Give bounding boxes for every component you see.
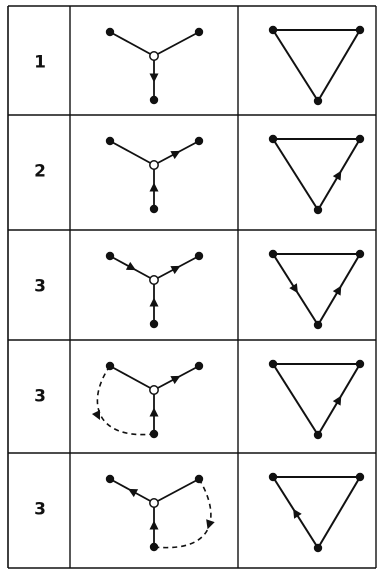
triangle-node xyxy=(355,359,365,369)
triangle-arrowhead xyxy=(332,285,342,296)
star-edge-arrowhead xyxy=(149,407,159,417)
triangle-node xyxy=(313,430,323,440)
table-rows: 1 2 3 3 3 xyxy=(34,25,365,553)
triangle-node xyxy=(313,320,323,330)
triangle-node xyxy=(313,543,323,553)
triangle-graph xyxy=(268,134,365,215)
triangle-node xyxy=(313,96,323,106)
table-row: 3 xyxy=(34,472,365,553)
triangle-node xyxy=(355,472,365,482)
star-leaf-node xyxy=(149,95,159,105)
triangle-edge-left xyxy=(272,138,319,211)
triangle-graph xyxy=(268,249,365,330)
star-leaf-node xyxy=(105,474,115,484)
star-leaf-node xyxy=(149,542,159,552)
dashed-arc xyxy=(96,365,155,436)
dashed-arc xyxy=(153,478,212,549)
star-graph xyxy=(91,361,204,439)
triangle-edge-right xyxy=(317,476,361,549)
star-graph xyxy=(105,474,215,552)
star-leaf-node xyxy=(105,136,115,146)
star-graph xyxy=(105,27,204,105)
triangle-arrowhead xyxy=(332,395,342,406)
star-center-node xyxy=(149,51,159,61)
row-label: 2 xyxy=(34,162,46,182)
triangle-graph xyxy=(268,472,365,553)
table-row: 2 xyxy=(34,134,365,215)
star-graph xyxy=(105,136,204,214)
star-edge-left xyxy=(109,365,155,391)
triangle-node xyxy=(268,134,278,144)
star-edge-arrowhead xyxy=(170,265,181,275)
star-leaf-node xyxy=(149,319,159,329)
star-edge-arrowhead xyxy=(149,297,159,307)
triangle-arrowhead xyxy=(332,170,342,181)
star-leaf-node xyxy=(194,474,204,484)
row-label: 1 xyxy=(34,53,46,73)
triangle-edge-left xyxy=(272,29,319,102)
star-leaf-node xyxy=(149,204,159,214)
triangle-node xyxy=(355,249,365,259)
table-row: 3 xyxy=(34,249,365,330)
triangle-node xyxy=(355,134,365,144)
star-edge-arrowhead xyxy=(149,520,159,530)
star-leaf-node xyxy=(105,27,115,37)
star-edge-arrowhead xyxy=(149,73,159,83)
triangle-arrowhead xyxy=(293,508,302,519)
star-graph xyxy=(105,251,204,329)
star-edge-arrowhead xyxy=(170,375,181,385)
star-center-node xyxy=(149,275,159,285)
star-center-node xyxy=(149,385,159,395)
triangle-node xyxy=(355,25,365,35)
triangle-graph xyxy=(268,25,365,106)
triangle-graph xyxy=(268,359,365,440)
table-row: 3 xyxy=(34,359,365,440)
star-edge-arrowhead xyxy=(170,150,181,160)
star-leaf-node xyxy=(194,251,204,261)
star-edge-right xyxy=(153,31,200,57)
arc-arrowhead xyxy=(206,519,215,530)
row-label: 3 xyxy=(34,500,46,520)
star-leaf-node xyxy=(105,361,115,371)
star-edge-arrowhead xyxy=(128,488,139,498)
star-edge-right xyxy=(153,478,200,504)
triangle-node xyxy=(268,359,278,369)
star-leaf-node xyxy=(194,27,204,37)
star-center-node xyxy=(149,498,159,508)
table-grid xyxy=(7,5,377,569)
triangle-edge-left xyxy=(272,363,319,436)
table-row: 1 xyxy=(34,25,365,106)
triangle-edge-right xyxy=(317,29,361,102)
triangle-node xyxy=(268,472,278,482)
star-edge-arrowhead xyxy=(125,261,136,271)
star-leaf-node xyxy=(194,136,204,146)
triangle-node xyxy=(268,25,278,35)
star-leaf-node xyxy=(149,429,159,439)
star-leaf-node xyxy=(194,361,204,371)
triangle-node xyxy=(268,249,278,259)
star-leaf-node xyxy=(105,251,115,261)
row-label: 3 xyxy=(34,387,46,407)
triangle-arrowhead xyxy=(289,283,298,294)
star-edge-left xyxy=(109,31,155,57)
star-center-node xyxy=(149,160,159,170)
star-edge-arrowhead xyxy=(149,182,159,192)
arc-arrowhead xyxy=(91,409,101,421)
row-label: 3 xyxy=(34,277,46,297)
star-edge-left xyxy=(109,140,155,166)
triangle-node xyxy=(313,205,323,215)
